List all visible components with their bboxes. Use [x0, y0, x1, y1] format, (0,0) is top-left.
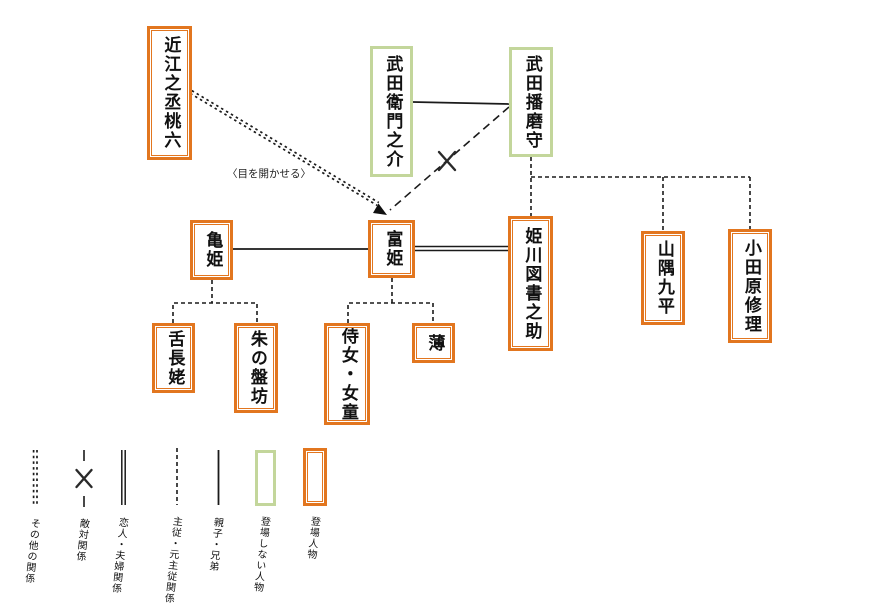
- node-susuki: 薄: [412, 323, 455, 363]
- node-kamehime: 亀姫: [190, 220, 233, 280]
- node-label: 姫川図書之助: [521, 226, 542, 341]
- node-odawara-shuri: 小田原修理: [728, 229, 772, 343]
- edge-kamehime-servants: [172, 280, 258, 323]
- node-label: 侍女・女童: [337, 326, 358, 422]
- node-label: 朱の盤坊: [246, 330, 267, 406]
- node-yamasumi-kyuhei: 山隅九平: [641, 231, 685, 325]
- node-label: 亀姫: [202, 231, 223, 269]
- edge-momoroku-tomihime: [189, 89, 380, 207]
- node-shitanaga-uba: 舌長姥: [152, 323, 195, 393]
- legend-symbol-hostile: [75, 450, 93, 507]
- node-tomihime: 富姫: [368, 220, 415, 278]
- edge-emonnosuke-harimanokami: [412, 101, 510, 105]
- edge-tomihime-zushonosuke: [415, 245, 508, 252]
- node-label: 武田播磨守: [521, 54, 542, 150]
- node-himekawa-zushonosuke: 姫川図書之助: [508, 216, 553, 351]
- hostility-x-mark: [437, 150, 457, 172]
- edge-tomihime-servants: [347, 278, 434, 323]
- node-omi-no-jo-momoroku: 近江之丞桃六: [147, 26, 192, 160]
- legend-symbol-non-appearing-box: [255, 450, 276, 506]
- node-label: 薄: [424, 333, 445, 353]
- node-label: 舌長姥: [164, 329, 185, 387]
- edge-annotation: 〈目を開かせる〉: [227, 168, 311, 180]
- arrowhead: [373, 203, 387, 215]
- legend-symbol-lovers: [121, 450, 126, 505]
- node-label: 武田衛門之介: [382, 54, 403, 169]
- legend-symbol-appearing-box: [303, 448, 327, 506]
- legend-symbol-other-relation: [32, 450, 38, 507]
- node-label: 近江之丞桃六: [160, 36, 181, 150]
- node-shu-no-banbo: 朱の盤坊: [234, 323, 278, 413]
- node-takeda-harimanokami: 武田播磨守: [509, 47, 553, 157]
- node-jijo-mewarabe: 侍女・女童: [324, 323, 370, 425]
- node-label: 山隅九平: [653, 240, 674, 316]
- node-label: 富姫: [382, 230, 403, 268]
- node-takeda-emonnosuke: 武田衛門之介: [370, 46, 413, 177]
- edge-harimanokami-retainers: [530, 157, 751, 231]
- node-label: 小田原修理: [740, 238, 761, 334]
